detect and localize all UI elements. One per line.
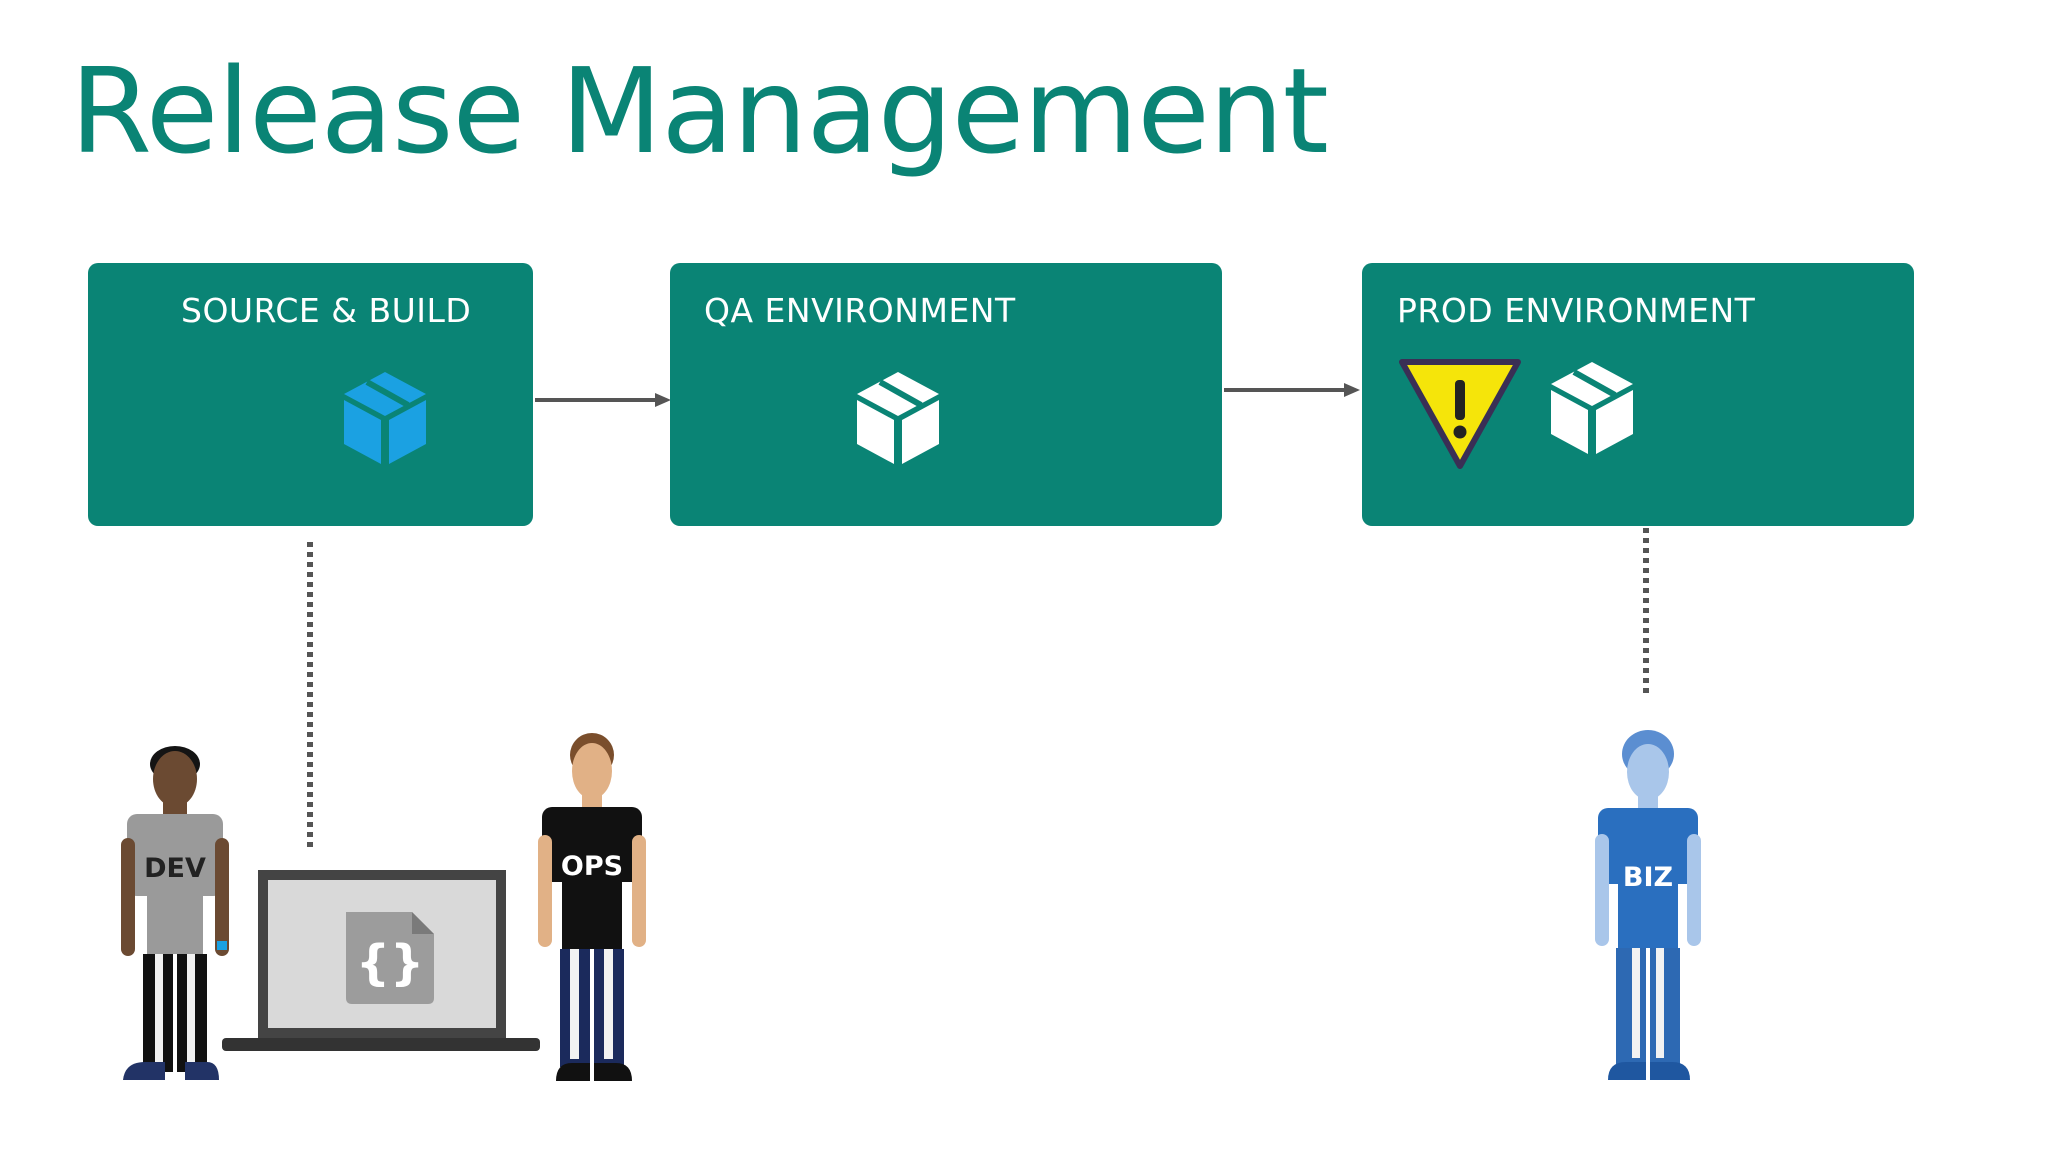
code-file-icon: {}: [346, 912, 434, 1004]
page-title: Release Management: [70, 42, 1329, 180]
warning-icon: [1399, 359, 1521, 469]
shirt-label: DEV: [144, 853, 206, 884]
stage-source-build: SOURCE & BUILD: [88, 263, 533, 526]
dev-person: DEV: [121, 746, 229, 1080]
shirt-label: BIZ: [1623, 862, 1673, 893]
package-icon: [1551, 362, 1633, 454]
package-icon: [857, 372, 939, 464]
biz-person: BIZ: [1595, 730, 1701, 1080]
laptop: {}: [222, 870, 540, 1051]
dotted-connector: [1643, 528, 1649, 694]
stage-label: SOURCE & BUILD: [181, 291, 472, 330]
shirt-label: OPS: [561, 851, 623, 882]
flow-arrow: [535, 393, 671, 407]
stage-label: QA ENVIRONMENT: [704, 291, 1016, 330]
ops-person: OPS: [538, 733, 646, 1081]
dotted-connector: [307, 542, 313, 852]
stage-qa-environment: QA ENVIRONMENT: [670, 263, 1222, 526]
code-glyph: {}: [356, 935, 424, 991]
stage-label: PROD ENVIRONMENT: [1397, 291, 1756, 330]
package-icon: [344, 372, 426, 464]
flow-arrow: [1224, 383, 1360, 397]
stage-prod-environment: PROD ENVIRONMENT: [1362, 263, 1914, 526]
